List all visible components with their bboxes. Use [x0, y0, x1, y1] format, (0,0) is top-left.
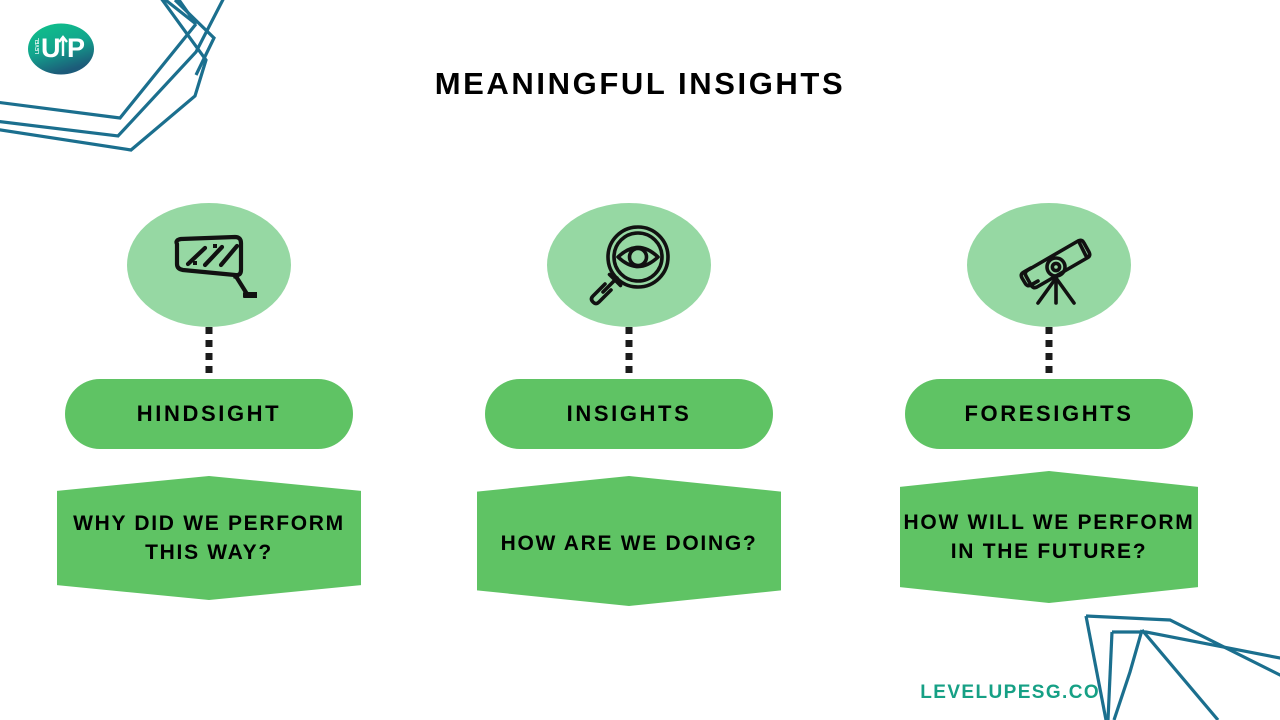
icon-ellipse-wrap [464, 195, 794, 327]
question-foresights: HOW WILL WE PERFORM IN THE FUTURE? [900, 471, 1198, 603]
pill-label-hindsight[interactable]: HINDSIGHT [65, 379, 353, 449]
dotted-line [625, 327, 633, 399]
icon-ellipse-wrap [44, 195, 374, 327]
page-title: MEANINGFUL INSIGHTS [434, 66, 846, 101]
svg-text:U: U [41, 33, 61, 63]
column-foresights: FORESIGHTS HOW WILL WE PERFORM IN THE FU… [884, 195, 1214, 603]
question-hex-wrap: HOW WILL WE PERFORM IN THE FUTURE? [884, 471, 1214, 603]
question-hex-wrap: HOW ARE WE DOING? [464, 476, 794, 606]
icon-ellipse [967, 203, 1131, 327]
question-insights: HOW ARE WE DOING? [477, 476, 781, 606]
column-insights: INSIGHTS HOW ARE WE DOING? [464, 195, 794, 606]
pill-label-insights[interactable]: INSIGHTS [485, 379, 773, 449]
dotted-connector [884, 327, 1214, 399]
column-hindsight: HINDSIGHT WHY DID WE PERFORM THIS WAY? [44, 195, 374, 600]
magnifier-eye-icon [589, 225, 670, 306]
question-hex-wrap: WHY DID WE PERFORM THIS WAY? [44, 476, 374, 600]
svg-text:LEVEL: LEVEL [35, 38, 41, 54]
svg-text:P: P [67, 33, 85, 63]
question-hindsight: WHY DID WE PERFORM THIS WAY? [57, 476, 361, 600]
pill-label-foresights[interactable]: FORESIGHTS [905, 379, 1193, 449]
dotted-connector [44, 327, 374, 399]
dotted-connector [464, 327, 794, 399]
icon-ellipse [547, 203, 711, 327]
icon-ellipse [127, 203, 291, 327]
brand-logo: U P LEVEL [28, 23, 94, 75]
icon-ellipse-wrap [884, 195, 1214, 327]
dotted-line [205, 327, 213, 399]
telescope-icon [1019, 238, 1092, 305]
footer-website-url[interactable]: LEVELUPESG.CO [920, 682, 1100, 703]
dotted-line [1045, 327, 1053, 399]
rear-view-mirror-icon [174, 234, 257, 298]
